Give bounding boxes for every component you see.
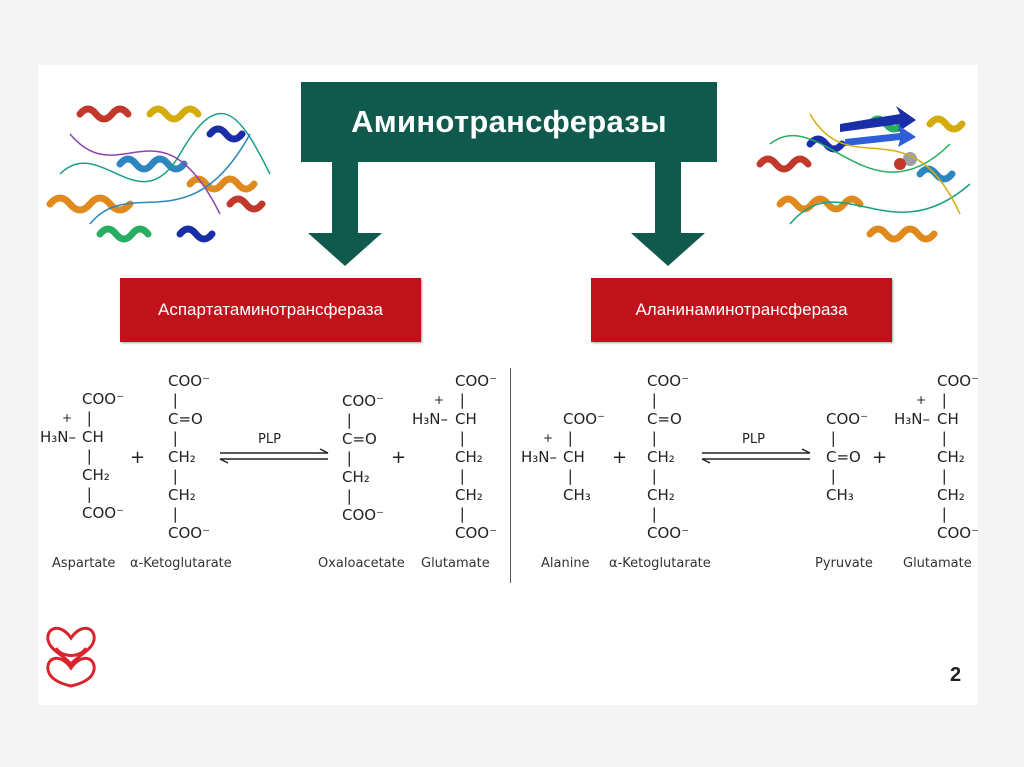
enzyme-box-left: Аспартатаминотрансфераза (120, 278, 421, 342)
aspartate-formula: COO⁻ | CH | CH₂ | COO⁻ (82, 390, 125, 522)
page-number: 2 (950, 664, 962, 686)
glu-right-ch2-a: CH₂ (937, 448, 965, 466)
akg-right-ch2-a: CH₂ (647, 448, 675, 466)
slide-background (38, 65, 978, 705)
akg-left-coo-top: COO⁻ (168, 372, 211, 390)
glu-left-coo-bottom: COO⁻ (455, 524, 498, 542)
compound-name: Aspartate (52, 556, 116, 571)
oxa-co: C=O (342, 430, 377, 448)
glu-right-coo-bottom: COO⁻ (937, 524, 980, 542)
aspartate-ch: CH (82, 428, 104, 446)
glutamate-amino-left: H₃N– (412, 410, 449, 428)
ala-ch: CH (563, 448, 585, 466)
glu-right-ch: CH (937, 410, 959, 428)
akg-left-co: C=O (168, 410, 203, 428)
compound-name: Glutamate (903, 556, 972, 571)
glu-left-ch2-a: CH₂ (455, 448, 483, 466)
akg-right-co: C=O (647, 410, 682, 428)
title-box: Аминотрансферазы (301, 82, 717, 162)
aspartate-h3n: H₃N (40, 428, 69, 446)
glutamate-charge-left: + (434, 393, 445, 407)
glu-left-h3n: H₃N (412, 410, 441, 428)
compound-name: α-Ketoglutarate (130, 556, 232, 571)
ketoglutarate-formula-right: COO⁻ | C=O | CH₂ | CH₂ | COO⁻ (647, 372, 690, 542)
plus-sign-2: + (391, 447, 407, 468)
akg-right-coo-bottom: COO⁻ (647, 524, 690, 542)
glu-right-h3n: H₃N (894, 410, 923, 428)
pyr-ch3: CH₃ (826, 486, 854, 504)
compound-name: Pyruvate (815, 556, 873, 571)
compound-name: Oxaloacetate (318, 556, 405, 571)
ala-coo: COO⁻ (563, 410, 606, 428)
akg-left-coo-bottom: COO⁻ (168, 524, 211, 542)
oxa-coo-top: COO⁻ (342, 392, 385, 410)
glutamate-amino-right: H₃N– (894, 410, 931, 428)
reaction-divider (510, 368, 511, 583)
aspartate-coo-bottom: COO⁻ (82, 504, 125, 522)
glu-left-coo-top: COO⁻ (455, 372, 498, 390)
aspartate-charge: + (62, 411, 73, 425)
plus-sign-1: + (130, 447, 146, 468)
oxa-ch2: CH₂ (342, 468, 370, 486)
pyr-coo: COO⁻ (826, 410, 869, 428)
logo-icon (46, 626, 96, 688)
akg-right-coo-top: COO⁻ (647, 372, 690, 390)
compound-name: Glutamate (421, 556, 490, 571)
glutamate-charge-right: + (916, 393, 927, 407)
aspartate-amino: H₃N– (40, 428, 77, 446)
protein-structure-right-image (756, 106, 971, 243)
arrows-group (308, 160, 705, 266)
arrow-down-right-icon (631, 160, 705, 266)
pyruvate-formula: COO⁻ | C=O | CH₃ (826, 410, 869, 504)
ketoglutarate-formula-left: COO⁻ | C=O | CH₂ | CH₂ | COO⁻ (168, 372, 211, 542)
arrow-down-left-icon (308, 160, 382, 266)
akg-left-ch2-b: CH₂ (168, 486, 196, 504)
oxa-coo-bottom: COO⁻ (342, 506, 385, 524)
plp-label-left: PLP (258, 432, 281, 447)
compound-name: Alanine (541, 556, 590, 571)
enzyme-box-right: Аланинаминотрансфераза (591, 278, 892, 342)
glu-right-ch2-b: CH₂ (937, 486, 965, 504)
compound-name: α-Ketoglutarate (609, 556, 711, 571)
glu-right-coo-top: COO⁻ (937, 372, 980, 390)
plus-sign-3: + (612, 447, 628, 468)
enzyme-label-alt: Аланинаминотрансфераза (635, 300, 848, 319)
aspartate-ch2: CH₂ (82, 466, 110, 484)
protein-structure-left-image (46, 105, 271, 243)
ala-h3n: H₃N (521, 448, 550, 466)
plp-label-right: PLP (742, 432, 765, 447)
alanine-amino: H₃N– (521, 448, 558, 466)
alanine-charge: + (543, 431, 554, 445)
alanine-formula: COO⁻ | CH | CH₃ (563, 410, 606, 504)
equilibrium-arrow-right-icon (701, 448, 811, 464)
slide-title: Аминотрансферазы (351, 104, 667, 139)
glutamate-formula-left: COO⁻ | CH | CH₂ | CH₂ | COO⁻ (455, 372, 498, 542)
glu-left-ch2-b: CH₂ (455, 486, 483, 504)
aspartate-coo-top: COO⁻ (82, 390, 125, 408)
pyr-co: C=O (826, 448, 861, 466)
equilibrium-arrow-left-icon (219, 448, 329, 464)
glutamate-formula-right: COO⁻ | CH | CH₂ | CH₂ | COO⁻ (937, 372, 980, 542)
glu-left-ch: CH (455, 410, 477, 428)
plus-sign-4: + (872, 447, 888, 468)
enzyme-label-ast: Аспартатаминотрансфераза (158, 300, 383, 319)
akg-left-ch2-a: CH₂ (168, 448, 196, 466)
ala-ch3: CH₃ (563, 486, 591, 504)
akg-right-ch2-b: CH₂ (647, 486, 675, 504)
oxaloacetate-formula: COO⁻ | C=O | CH₂ | COO⁻ (342, 392, 385, 524)
